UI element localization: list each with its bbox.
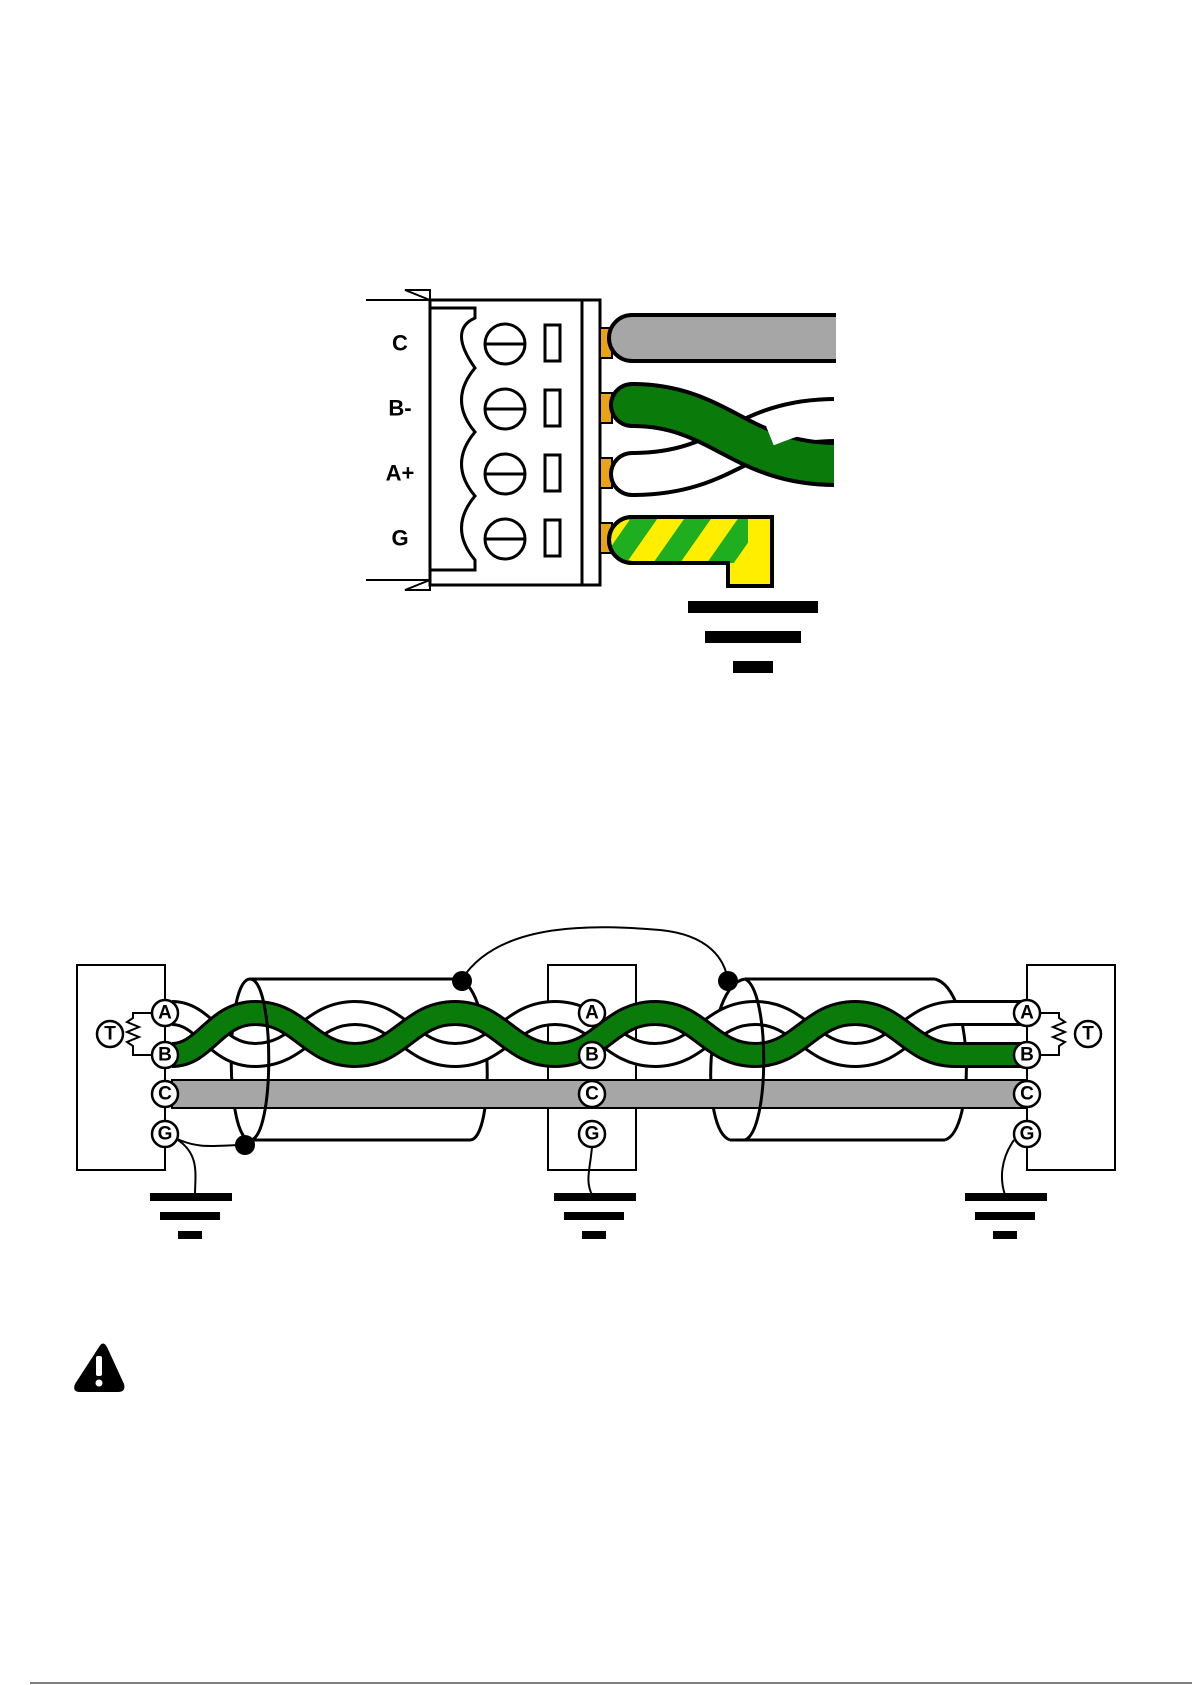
ground-lead-left	[178, 1140, 195, 1195]
ground-right-bar-3	[993, 1231, 1017, 1239]
ground-left-bar-1	[150, 1193, 232, 1201]
right-terminal-g: G	[1020, 1124, 1035, 1145]
ground-symbol-bar-1	[688, 601, 818, 613]
terminal-label-g: G	[391, 526, 408, 551]
middle-terminal-g: G	[585, 1124, 600, 1145]
drain-junction-right	[718, 971, 738, 991]
network-diagram: A B C G A B C G A B C G	[77, 927, 1115, 1239]
ground-left-bar-2	[160, 1212, 220, 1220]
left-terminal-g: G	[158, 1124, 173, 1145]
connector-diagram: C B- A+ G	[366, 290, 874, 673]
ground-left-bar-3	[178, 1231, 202, 1239]
warning-triangle-icon	[74, 1344, 124, 1393]
right-terminal-b: B	[1020, 1045, 1034, 1066]
termination-right-label: T	[1082, 1024, 1094, 1045]
terminal-label-b: B-	[388, 396, 411, 421]
left-terminal-b: B	[158, 1045, 172, 1066]
termination-left-label: T	[104, 1024, 116, 1045]
drain-junction-left	[452, 971, 472, 991]
ground-symbol-bar-2	[705, 631, 801, 643]
rail-clip-bottom	[405, 580, 430, 590]
rail-clip-top	[405, 290, 430, 300]
drain-ground-wire	[175, 1138, 245, 1146]
middle-terminal-b: B	[585, 1045, 599, 1066]
ground-middle-bar-2	[564, 1212, 624, 1220]
right-terminal-c: C	[1020, 1084, 1034, 1105]
ground-middle-bar-3	[582, 1231, 606, 1239]
middle-terminal-c: C	[585, 1084, 599, 1105]
terminal-label-c: C	[392, 331, 408, 356]
terminal-label-a: A+	[386, 461, 415, 486]
ground-symbol-bar-3	[733, 661, 773, 673]
right-terminal-a: A	[1020, 1003, 1034, 1024]
left-terminal-a: A	[158, 1003, 172, 1024]
common-wire	[609, 315, 836, 361]
ground-middle-bar-1	[554, 1193, 636, 1201]
ground-right-bar-2	[975, 1212, 1035, 1220]
ground-lead-right	[1002, 1140, 1014, 1195]
wire-crop-mask	[834, 378, 874, 508]
ground-right-bar-1	[965, 1193, 1047, 1201]
middle-terminal-a: A	[585, 1003, 599, 1024]
left-terminal-c: C	[158, 1084, 172, 1105]
